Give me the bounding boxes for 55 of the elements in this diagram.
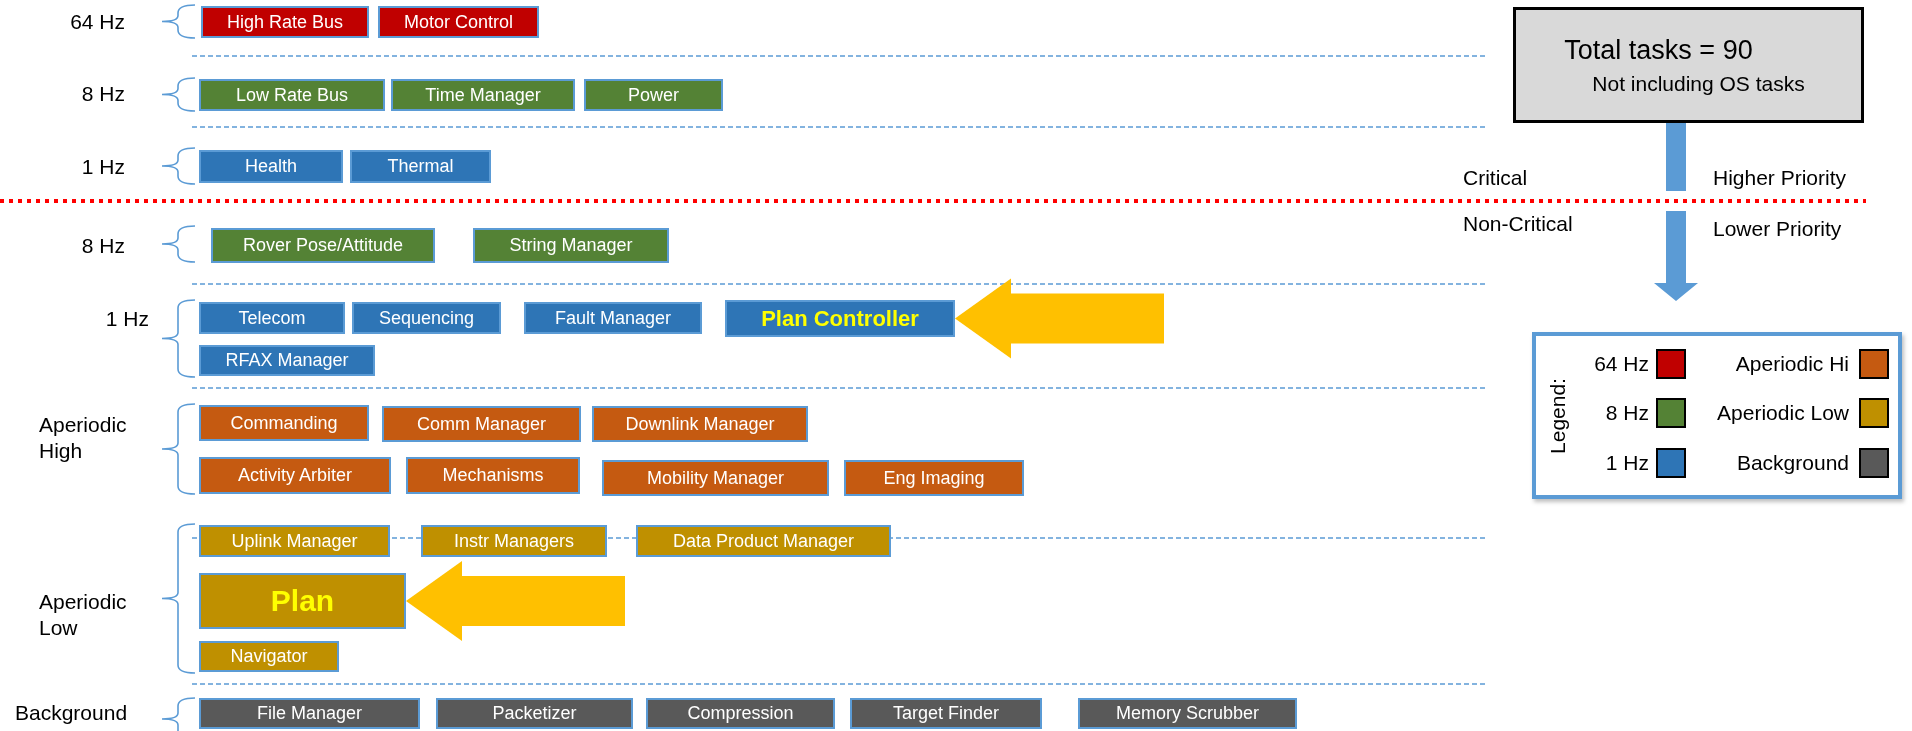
task-box: Thermal xyxy=(350,150,491,183)
task-box: Low Rate Bus xyxy=(199,79,385,111)
legend-label: 64 Hz xyxy=(1594,352,1649,376)
task-box: Health xyxy=(199,150,343,183)
zone-label: Critical xyxy=(1463,164,1528,191)
rate-label: 64 Hz xyxy=(70,8,125,35)
task-box: String Manager xyxy=(473,228,669,263)
block-arrow xyxy=(406,561,625,641)
task-box: Data Product Manager xyxy=(636,525,891,557)
task-box: Comm Manager xyxy=(382,406,581,442)
task-box: Commanding xyxy=(199,405,369,441)
priority-label: Lower Priority xyxy=(1713,215,1842,242)
task-box: Sequencing xyxy=(352,302,501,334)
group-label: Background xyxy=(15,699,128,726)
task-box: RFAX Manager xyxy=(199,345,375,376)
note-text: Not including OS tasks xyxy=(1592,71,1805,96)
note-box xyxy=(1513,7,1864,123)
legend-label: 8 Hz xyxy=(1605,401,1649,425)
task-box: Compression xyxy=(646,698,835,729)
task-box: Target Finder xyxy=(850,698,1042,729)
total-text: Total tasks = 90 xyxy=(1564,34,1753,66)
task-box: Instr Managers xyxy=(421,525,607,557)
task-box: Uplink Manager xyxy=(199,525,390,557)
task-box: Time Manager xyxy=(391,79,575,111)
task-box: Memory Scrubber xyxy=(1078,698,1297,729)
task-box: Power xyxy=(584,79,723,111)
legend-label: 1 Hz xyxy=(1605,451,1649,475)
task-box: Rover Pose/Attitude xyxy=(211,228,435,263)
task-box: Mobility Manager xyxy=(602,460,829,496)
rate-label: 1 Hz xyxy=(81,153,125,180)
task-box: Downlink Manager xyxy=(592,406,808,442)
block-arrow xyxy=(955,278,1164,359)
priority-label: Higher Priority xyxy=(1713,164,1847,191)
task-box: File Manager xyxy=(199,698,420,729)
task-box: High Rate Bus xyxy=(201,6,369,38)
task-box: Mechanisms xyxy=(406,457,580,494)
task-box: Plan Controller xyxy=(725,300,955,337)
task-box: Fault Manager xyxy=(524,302,702,334)
task-box: Activity Arbiter xyxy=(199,457,391,494)
legend-label: Background xyxy=(1736,451,1849,475)
task-box: Motor Control xyxy=(378,6,539,38)
rate-label: 1 Hz xyxy=(105,305,149,332)
zone-label: Non-Critical xyxy=(1463,210,1573,237)
rate-label: 8 Hz xyxy=(81,232,125,259)
task-box: Telecom xyxy=(199,302,345,334)
legend-label: Aperiodic Low xyxy=(1717,401,1849,425)
legend-title: Legend: xyxy=(1546,378,1570,454)
rate-label: 8 Hz xyxy=(81,80,125,107)
task-box: Eng Imaging xyxy=(844,460,1024,496)
task-box: Navigator xyxy=(199,641,339,672)
task-box: Plan xyxy=(199,573,406,629)
task-box: Packetizer xyxy=(436,698,633,729)
legend-label: Aperiodic Hi xyxy=(1735,352,1849,376)
group-label: Aperiodic Low xyxy=(39,588,128,641)
group-label: Aperiodic High xyxy=(39,411,128,464)
